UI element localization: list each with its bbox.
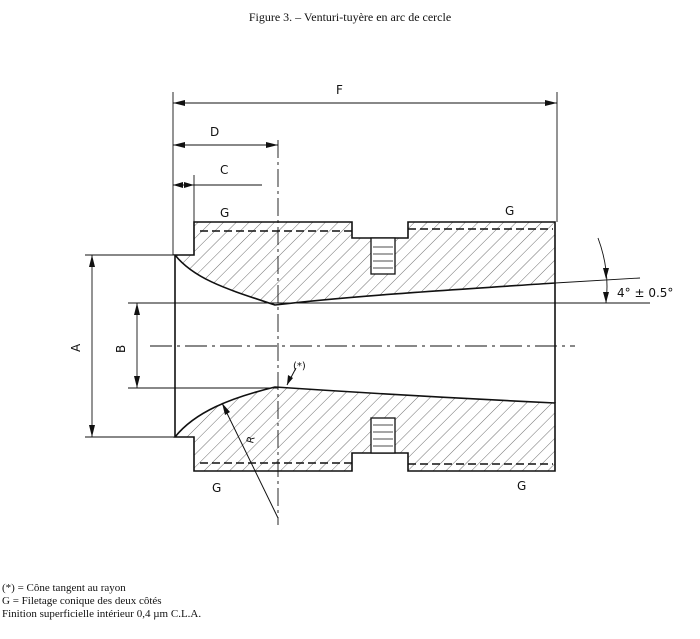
tangent-mark: (*) (293, 361, 306, 372)
upper-body-section (173, 221, 556, 306)
lower-body-section (173, 386, 556, 472)
venturi-drawing: F D C A B 4° ± 0.5° R (*) G G G G (69, 83, 673, 525)
label-d: D (210, 125, 219, 139)
angle-label: 4° ± 0.5° (617, 286, 673, 300)
note-finish: Finition superficielle intérieur 0,4 µm … (2, 608, 202, 620)
label-b: B (114, 345, 128, 353)
note-tangent: (*) = Cône tangent au rayon (2, 582, 126, 594)
label-f: F (336, 83, 343, 97)
radius-line (221, 402, 279, 519)
label-g-top-right: G (505, 204, 514, 218)
notes-block: (*) = Cône tangent au rayon G = Filetage… (2, 582, 201, 621)
label-c: C (220, 163, 228, 177)
label-g-bottom-right: G (517, 479, 526, 493)
cone-extension (554, 277, 641, 284)
pressure-tap-top (370, 237, 396, 275)
label-g-top-left: G (220, 206, 229, 220)
label-r: R (245, 435, 257, 445)
label-g-bottom-left: G (212, 481, 221, 495)
note-thread: G = Filetage conique des deux côtés (2, 595, 162, 607)
pressure-tap-bottom (370, 417, 396, 454)
label-a: A (69, 343, 83, 352)
figure-title: Figure 3. – Venturi-tuyère en arc de cer… (248, 10, 452, 24)
